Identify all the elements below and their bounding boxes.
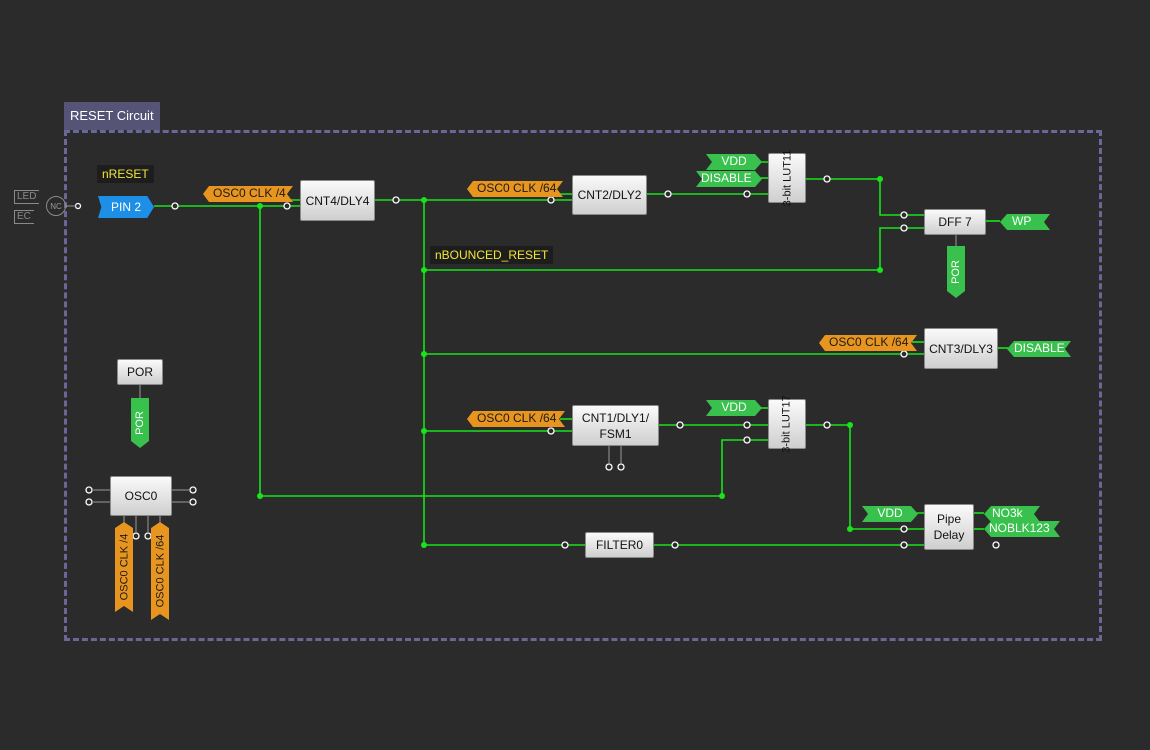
tag-vdd-lut17[interactable]: VDD [706,400,762,416]
wire-lut11-dff [806,178,924,216]
block-cnt1-dly1-fsm1[interactable]: CNT1/DLY1/ FSM1 [572,405,659,446]
tag-osc0-clk64-cnt3[interactable]: OSC0 CLK /64 [819,335,917,351]
tag-disable-out[interactable]: DISABLE [1007,341,1071,357]
junctions [257,176,883,548]
block-osc0[interactable]: OSC0 [110,476,172,516]
block-lut17[interactable]: 3-bit LUT17 [768,395,806,453]
group-title[interactable]: RESET Circuit [64,102,160,130]
tag-por-left[interactable]: POR [131,398,149,448]
tag-osc0-clk4[interactable]: OSC0 CLK /4 [203,186,293,202]
tag-disable-lut11[interactable]: DISABLE [696,171,762,187]
tag-osc0-clk64-cnt2[interactable]: OSC0 CLK /64 [467,181,563,197]
wires [154,161,1008,546]
led-label: LED [14,190,40,204]
net-label-nreset[interactable]: nRESET [97,165,154,183]
block-cnt3-dly3[interactable]: CNT3/DLY3 [924,328,998,369]
block-lut11[interactable]: 3-bit LUT11 [768,150,806,206]
tag-osc0-out-clk4[interactable]: OSC0 CLK /4 [115,522,133,612]
tag-por-dff[interactable]: POR [947,246,965,298]
tag-osc0-clk64-cnt1[interactable]: OSC0 CLK /64 [467,411,565,427]
tag-wp[interactable]: WP [1000,214,1050,230]
block-por[interactable]: POR [117,359,163,385]
net-label-nbounced-reset[interactable]: nBOUNCED_RESET [430,246,554,264]
block-cnt4-dly4[interactable]: CNT4/DLY4 [300,180,375,221]
block-dff7[interactable]: DFF 7 [924,209,986,235]
tag-noblk123[interactable]: NOBLK123 [984,521,1060,537]
ec-label: EC [14,210,34,224]
block-cnt2-dly2[interactable]: CNT2/DLY2 [572,175,647,215]
block-filter0[interactable]: FILTER0 [585,532,654,558]
group-frame [64,130,1102,641]
nc-indicator[interactable]: NC [46,196,66,216]
block-pipe-delay[interactable]: Pipe Delay [924,504,974,550]
tag-vdd-lut11[interactable]: VDD [706,154,762,170]
tag-osc0-out-clk64[interactable]: OSC0 CLK /64 [151,522,169,620]
tag-no3k[interactable]: NO3k [984,506,1040,522]
pin2-block[interactable]: PIN 2 [98,196,154,218]
tag-vdd-pipe[interactable]: VDD [862,506,918,522]
